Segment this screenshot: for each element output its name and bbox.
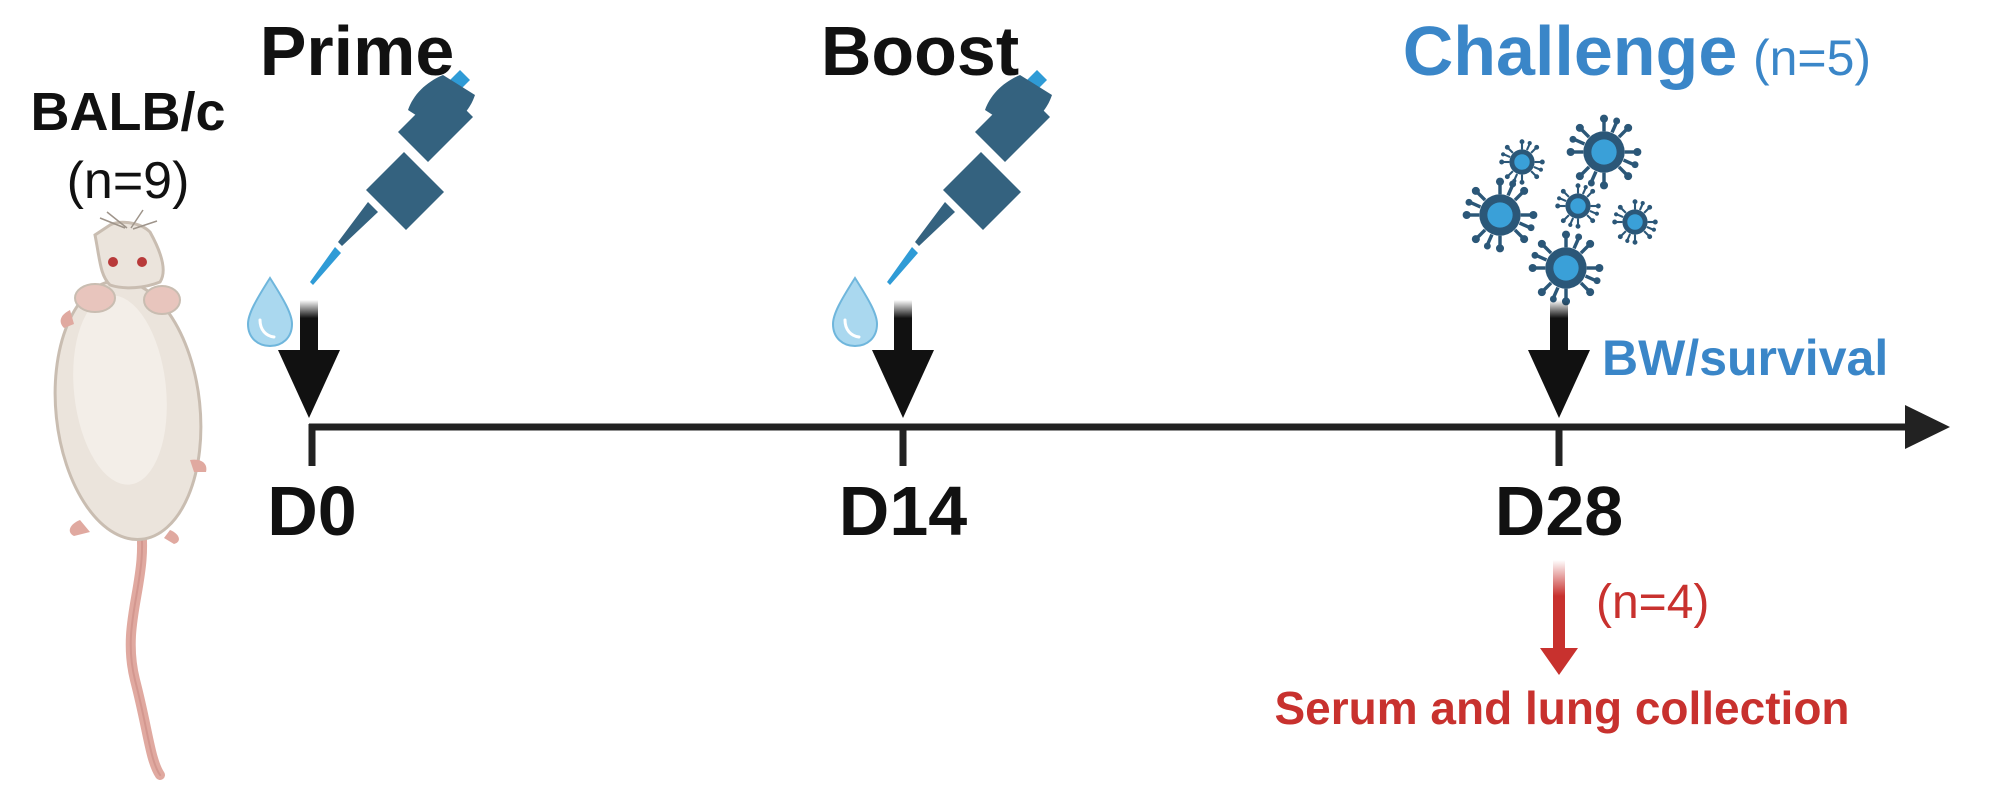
day-label-d28: D28 (1495, 472, 1623, 550)
step-title-challenge: Challenge (1403, 12, 1738, 90)
strain-count: (n=9) (67, 152, 190, 210)
droplet-icon (246, 276, 294, 348)
strain-name: BALB/c (30, 82, 225, 142)
challenge-count: (n=5) (1753, 30, 1871, 86)
collection-label: Serum and lung collection (1274, 682, 1849, 734)
mouse-icon (53, 209, 207, 780)
virus-icon (1554, 182, 1602, 230)
challenge-readout: BW/survival (1602, 330, 1888, 386)
down-arrow-icon (1528, 300, 1590, 418)
collection-count: (n=4) (1596, 576, 1709, 629)
down-arrow-icon (278, 300, 340, 418)
virus-icon (1526, 228, 1606, 308)
day-label-d14: D14 (839, 472, 967, 550)
virus-cluster (1460, 112, 1659, 308)
step-title-prime: Prime (260, 12, 455, 90)
virus-icon (1460, 175, 1540, 255)
timeline-axis (308, 405, 1950, 466)
day-label-d0: D0 (267, 472, 356, 550)
virus-icon (1498, 138, 1546, 186)
virus-icon (1564, 112, 1644, 192)
pipette-icon (310, 70, 475, 285)
step-title-boost: Boost (821, 12, 1019, 90)
pipette-icon (887, 70, 1052, 285)
down-arrow-icon (872, 300, 934, 418)
virus-icon (1611, 198, 1659, 246)
droplet-icon (831, 276, 879, 348)
collection-arrow-icon (1540, 560, 1578, 675)
